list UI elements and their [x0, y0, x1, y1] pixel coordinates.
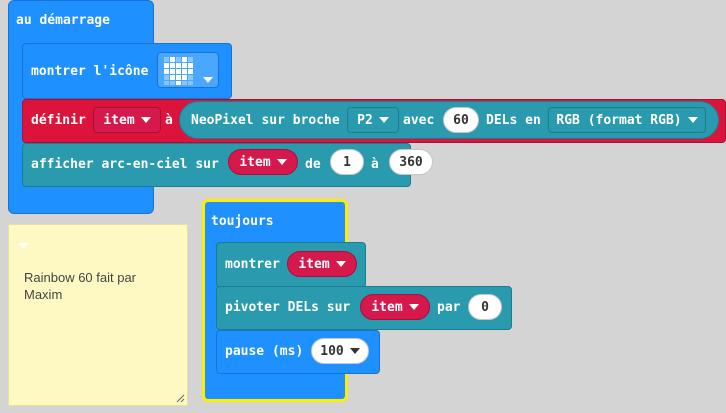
rotate-amount-value: 0 [481, 299, 489, 315]
mode-value: RGB (format RGB) [556, 112, 682, 128]
heart-icon [164, 57, 193, 85]
led-count-input[interactable]: 60 [443, 107, 479, 133]
rotate-label: pivoter DELs sur [225, 300, 351, 315]
pause-duration-dropdown[interactable]: 100 [311, 338, 369, 364]
comment-text[interactable]: Rainbow 60 fait par Maxim [24, 270, 137, 302]
forever-label: toujours [211, 214, 274, 229]
led-count-value: 60 [453, 112, 469, 128]
show-variable-dropdown[interactable]: item [287, 251, 357, 277]
set-label: définir [31, 113, 86, 128]
rainbow-from-value: 1 [343, 154, 351, 170]
rotate-variable-dropdown[interactable]: item [360, 294, 430, 320]
show-icon-label: montrer l'icône [31, 64, 149, 79]
set-variable-dropdown[interactable]: item [93, 107, 161, 133]
mode-dropdown[interactable]: RGB (format RGB) [548, 107, 706, 133]
leds-label: DELs en [486, 113, 541, 128]
rainbow-to-value: 360 [399, 154, 423, 170]
show-variable-name: item [298, 256, 330, 272]
workspace-comment[interactable]: Rainbow 60 fait par Maxim [8, 224, 188, 406]
comment-collapse-icon[interactable] [18, 236, 28, 254]
chevron-down-icon [335, 261, 346, 267]
rainbow-variable-name: item [239, 154, 271, 170]
rotate-amount-input[interactable]: 0 [468, 294, 502, 320]
icon-dropdown-chevron-icon [203, 68, 213, 87]
show-label: montrer [225, 257, 280, 272]
with-label: avec [403, 113, 435, 128]
chevron-down-icon [140, 117, 151, 123]
chevron-down-icon [378, 117, 389, 123]
neopixel-label: NeoPixel sur broche [191, 113, 340, 128]
chevron-down-icon [276, 159, 287, 165]
rainbow-from-label: de [305, 157, 321, 172]
resize-handle-icon[interactable] [176, 394, 185, 403]
on-start-label: au démarrage [16, 13, 110, 28]
chevron-down-icon [687, 117, 698, 123]
pin-value: P2 [357, 112, 373, 128]
rainbow-to-input[interactable]: 360 [389, 149, 433, 175]
pause-duration-value: 100 [320, 343, 344, 359]
set-variable-name: item [103, 112, 135, 128]
chevron-down-icon [408, 304, 419, 310]
chevron-down-icon [349, 348, 360, 354]
rainbow-to-label: à [371, 157, 379, 172]
pause-label: pause (ms) [225, 344, 304, 359]
rainbow-variable-dropdown[interactable]: item [228, 149, 298, 175]
rainbow-from-input[interactable]: 1 [330, 149, 364, 175]
pin-dropdown[interactable]: P2 [347, 107, 399, 133]
rainbow-label: afficher arc-en-ciel sur [31, 157, 219, 172]
set-to-label: à [165, 113, 173, 128]
rotate-by-label: par [437, 300, 461, 315]
rotate-variable-name: item [371, 299, 403, 315]
